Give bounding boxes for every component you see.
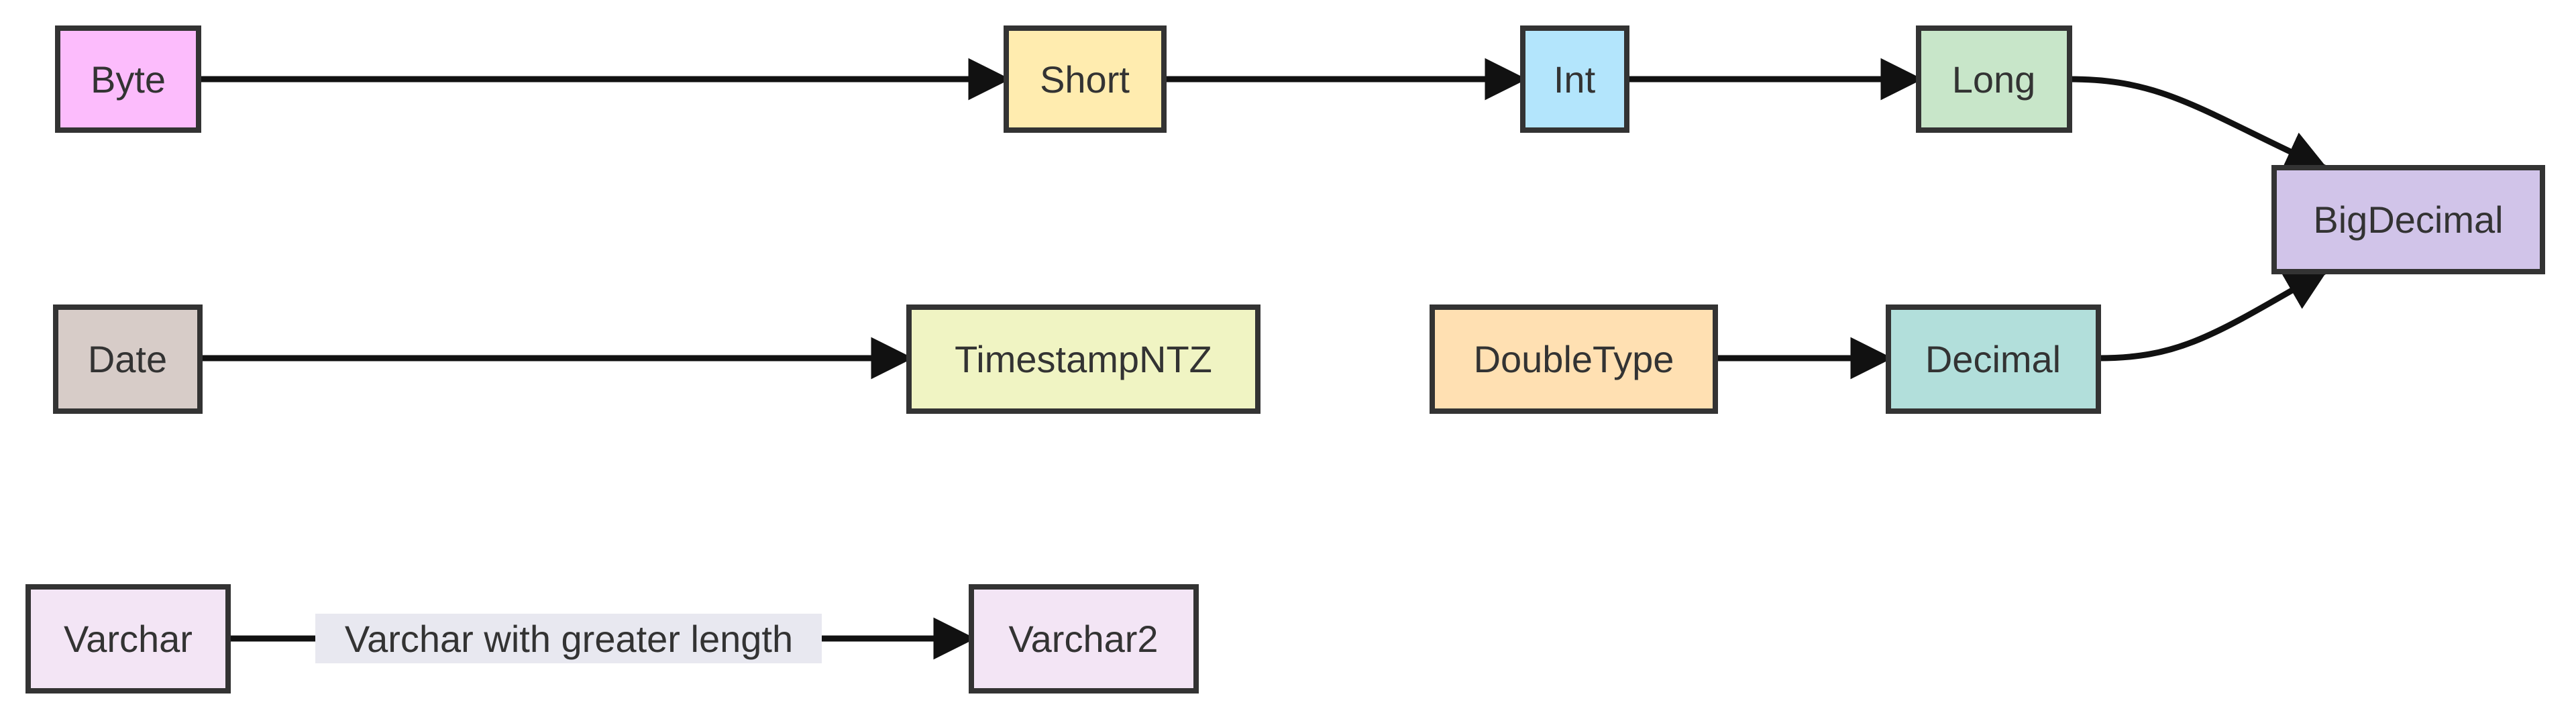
node-timestampntz: TimestampNTZ xyxy=(906,304,1260,414)
edge-label-bg xyxy=(315,614,822,663)
node-decimal: Decimal xyxy=(1886,304,2101,414)
node-byte-box xyxy=(55,25,201,133)
node-varchar-box xyxy=(25,584,231,694)
node-bigdecimal-label: BigDecimal xyxy=(2313,199,2503,241)
node-decimal-label: Decimal xyxy=(1925,338,2061,380)
node-varchar-label: Varchar xyxy=(64,618,193,660)
node-short-box xyxy=(1004,25,1167,133)
node-timestampntz-box xyxy=(906,304,1260,414)
node-varchar: Varchar xyxy=(25,584,231,694)
node-doubletype-box xyxy=(1430,304,1718,414)
node-bigdecimal: BigDecimal xyxy=(2271,165,2545,274)
node-short: Short xyxy=(1004,25,1167,133)
node-short-label: Short xyxy=(1040,58,1130,101)
node-int-label: Int xyxy=(1554,58,1596,101)
node-date-label: Date xyxy=(88,338,167,380)
node-decimal-box xyxy=(1886,304,2101,414)
edge-label-varchar: Varchar with greater length xyxy=(345,618,793,660)
node-varchar2: Varchar2 xyxy=(969,584,1199,694)
node-byte: Byte xyxy=(55,25,201,133)
node-timestampntz-label: TimestampNTZ xyxy=(955,338,1212,380)
node-doubletype: DoubleType xyxy=(1430,304,1718,414)
edges: Varchar with greater length xyxy=(199,58,2328,663)
node-date-box xyxy=(53,304,203,414)
node-byte-label: Byte xyxy=(91,58,166,101)
node-doubletype-label: DoubleType xyxy=(1474,338,1674,380)
node-bigdecimal-box xyxy=(2271,165,2545,274)
node-varchar2-label: Varchar2 xyxy=(1008,618,1158,660)
node-int-box xyxy=(1520,25,1629,133)
node-long: Long xyxy=(1916,25,2072,133)
node-long-box xyxy=(1916,25,2072,133)
node-varchar2-box xyxy=(969,584,1199,694)
edge-long-bigdecimal xyxy=(2069,76,2328,171)
edge-decimal-bigdecimal xyxy=(2098,269,2328,362)
node-date: Date xyxy=(53,304,203,414)
node-int: Int xyxy=(1520,25,1629,133)
node-long-label: Long xyxy=(1952,58,2036,101)
